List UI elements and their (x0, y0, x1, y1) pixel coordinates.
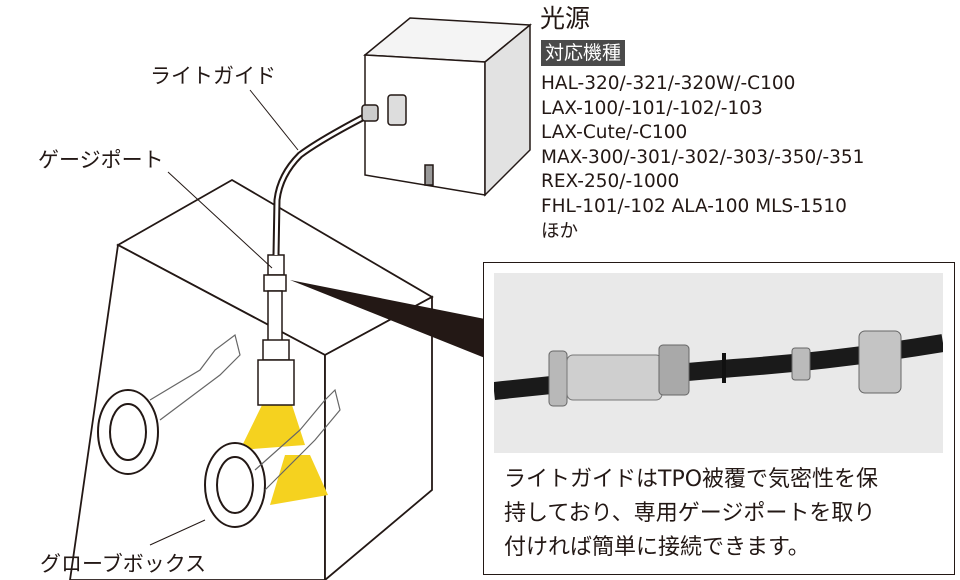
caption-line: ライトガイドはTPO被覆で気密性を保 (504, 467, 879, 492)
model-item: LAX-Cute/-C100 (541, 122, 688, 144)
light-source-title: 光源 (540, 4, 591, 33)
light-guide-label: ライトガイド (150, 64, 276, 88)
light-source-unit (361, 17, 532, 197)
detail-panel: ライトガイドはTPO被覆で気密性を保 持しており、専用ゲージポートを取り 付けれ… (483, 262, 955, 575)
glove-port-icon (97, 389, 266, 528)
caption-line: 持しており、専用ゲージポートを取り (504, 501, 876, 526)
gauge-port-label: ゲージポート (38, 148, 164, 172)
light-beam (270, 455, 328, 505)
gauge-port-assembly (257, 254, 295, 406)
panel-caption: ライトガイドはTPO被覆で気密性を保 持しており、専用ゲージポートを取り 付けれ… (504, 463, 954, 565)
caption-line: 付ければ簡単に接続できます。 (504, 535, 810, 560)
model-item: LAX-100/-101/-102/-103 (541, 97, 763, 119)
model-list: HAL-320/-321/-320W/-C100 LAX-100/-101/-1… (541, 72, 864, 244)
model-item: MAX-300/-301/-302/-303/-350/-351 (541, 146, 865, 168)
arm-outline (149, 333, 341, 491)
compatible-models-badge: 対応機種 (541, 40, 626, 66)
light-beam (240, 405, 305, 450)
model-item: HAL-320/-321/-320W/-C100 (541, 73, 796, 94)
glove-box-label: グローブボックス (40, 552, 207, 576)
model-item: ほか (541, 220, 579, 242)
connector-photo (494, 273, 943, 453)
model-item: REX-250/-1000 (541, 171, 680, 193)
model-item: FHL-101/-102 ALA-100 MLS-1510 (541, 195, 847, 217)
zoom-callout-wedge (290, 280, 490, 360)
